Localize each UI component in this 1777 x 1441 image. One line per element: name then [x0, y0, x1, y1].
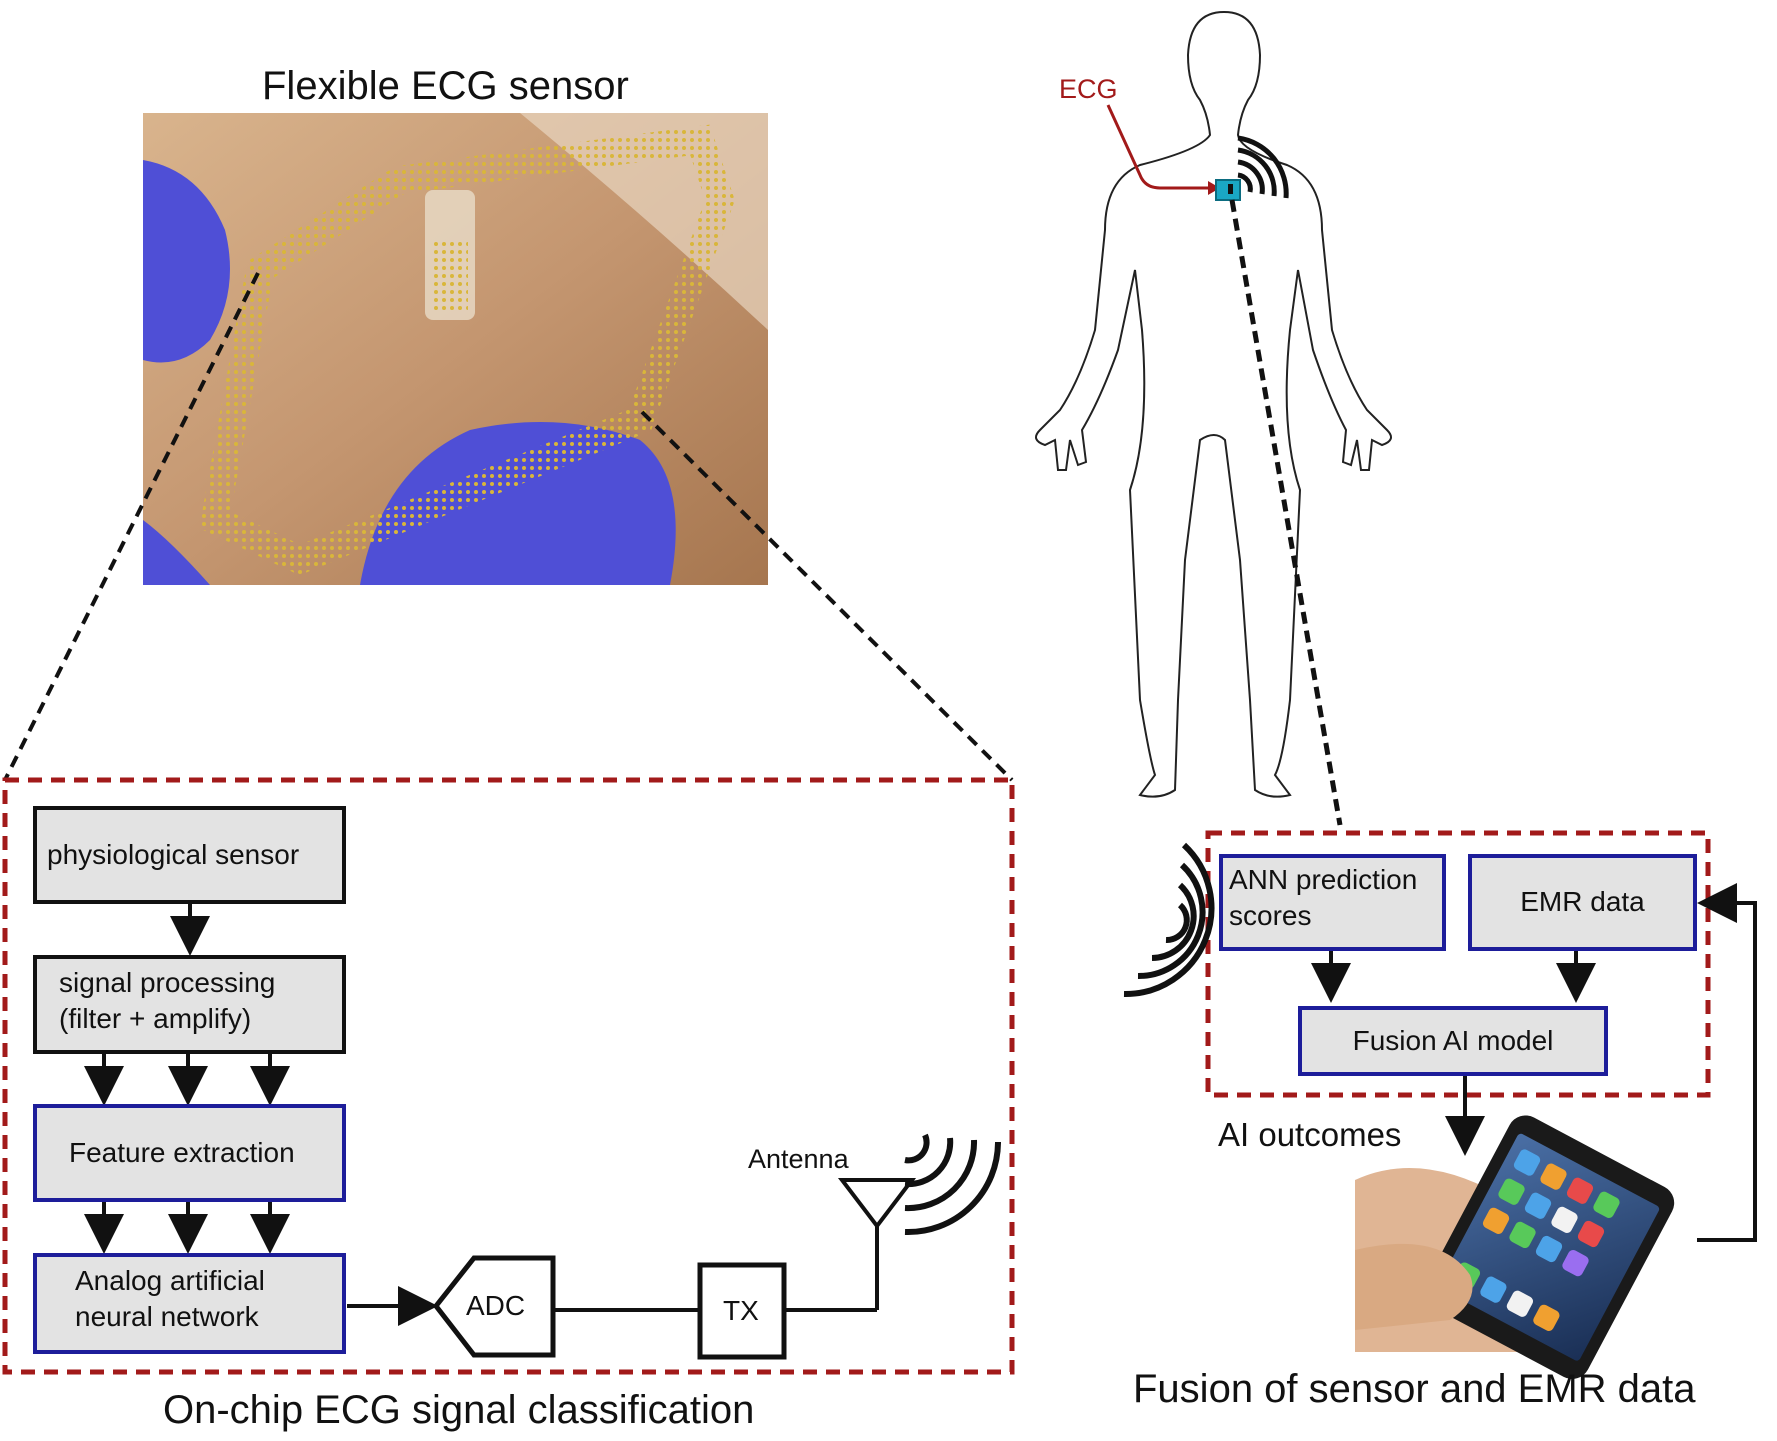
emr-data-block: EMR data: [1468, 854, 1697, 951]
wireless-signal-icon: [1237, 135, 1289, 199]
signal-processing-block: signal processing (filter + amplify): [33, 955, 346, 1054]
tx-label: TX: [723, 1295, 759, 1326]
smartphone-icon: [1355, 1115, 1675, 1379]
antenna-label: Antenna: [748, 1144, 849, 1174]
signal-processing-label: signal processing: [59, 967, 276, 998]
glove-icon: [143, 160, 230, 363]
chip-title: On-chip ECG signal classification: [163, 1388, 755, 1432]
human-body-outline: [1035, 10, 1392, 798]
antenna-icon: [837, 1178, 917, 1230]
ann-scores-label-1: ANN prediction: [1229, 864, 1418, 895]
wireless-signal-icon: [904, 1133, 1001, 1236]
analog-ann-block: Analog artificial neural network: [33, 1253, 346, 1354]
adc-label: ADC: [466, 1290, 526, 1321]
fusion-ai-model-label: Fusion AI model: [1352, 1024, 1554, 1056]
analog-ann-label-1: Analog artificial: [75, 1265, 265, 1296]
wireless-signal-icon: [1123, 842, 1215, 998]
feature-extraction-block: Feature extraction: [33, 1104, 346, 1202]
fusion-ai-model-block: Fusion AI model: [1298, 1006, 1608, 1076]
adc-block: [432, 1255, 556, 1358]
filter-amplify-label: (filter + amplify): [59, 1003, 252, 1035]
physiological-sensor-label: physiological sensor: [47, 838, 300, 870]
ecg-label: ECG: [1059, 74, 1118, 104]
analog-ann-label-2: neural network: [75, 1301, 259, 1333]
sensor-title: Flexible ECG sensor: [262, 64, 629, 108]
physiological-sensor-block: physiological sensor: [33, 806, 346, 904]
ann-scores-label-2: scores: [1229, 900, 1312, 932]
sensor-photo: [143, 113, 768, 585]
fusion-title: Fusion of sensor and EMR data: [1133, 1367, 1696, 1411]
feature-extraction-label: Feature extraction: [69, 1136, 295, 1168]
emr-data-label: EMR data: [1520, 886, 1645, 918]
ai-outcomes-label: AI outcomes: [1218, 1116, 1402, 1153]
ann-prediction-scores-block: ANN prediction scores: [1219, 854, 1446, 951]
